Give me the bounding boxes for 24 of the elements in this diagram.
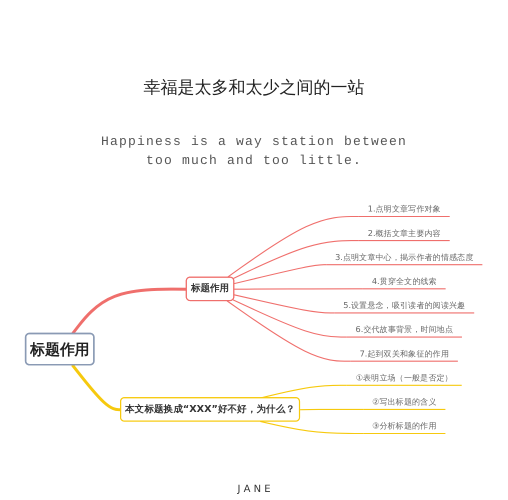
node-text: ②写出标题的含义 (372, 397, 437, 407)
connector (232, 240, 359, 280)
node-text: 7.起到双关和象征的作用 (360, 348, 449, 359)
node-text: ①表明立场（一般是否定） (356, 373, 453, 383)
connector (71, 364, 121, 412)
node-text: 5.设置悬念，吸引读者的阅读兴趣 (343, 300, 466, 310)
node-text: ③分析标题的作用 (372, 421, 437, 431)
signature: J A N E (236, 484, 272, 495)
connector (226, 300, 351, 362)
node-text: 1.点明文章写作对象 (368, 204, 441, 214)
node-text: 3.点明文章中心，揭示作者的情感态度 (335, 252, 474, 262)
connector (234, 264, 326, 284)
connector (260, 420, 364, 434)
connector (232, 299, 347, 338)
subtitle: Happiness is a way station between too much and too little. (100, 133, 408, 170)
connector (300, 408, 364, 410)
node-text: 4.贯穿全文的线索 (372, 276, 437, 286)
node-text: 6.交代故事背景，时间地点 (356, 324, 454, 334)
connector (226, 216, 359, 278)
connector (234, 288, 363, 290)
connector (234, 294, 334, 314)
node-text: 2.概括文章主要内容 (368, 228, 441, 238)
connector (71, 288, 187, 335)
title: 幸福是太多和太少之间的一站 (142, 77, 366, 99)
